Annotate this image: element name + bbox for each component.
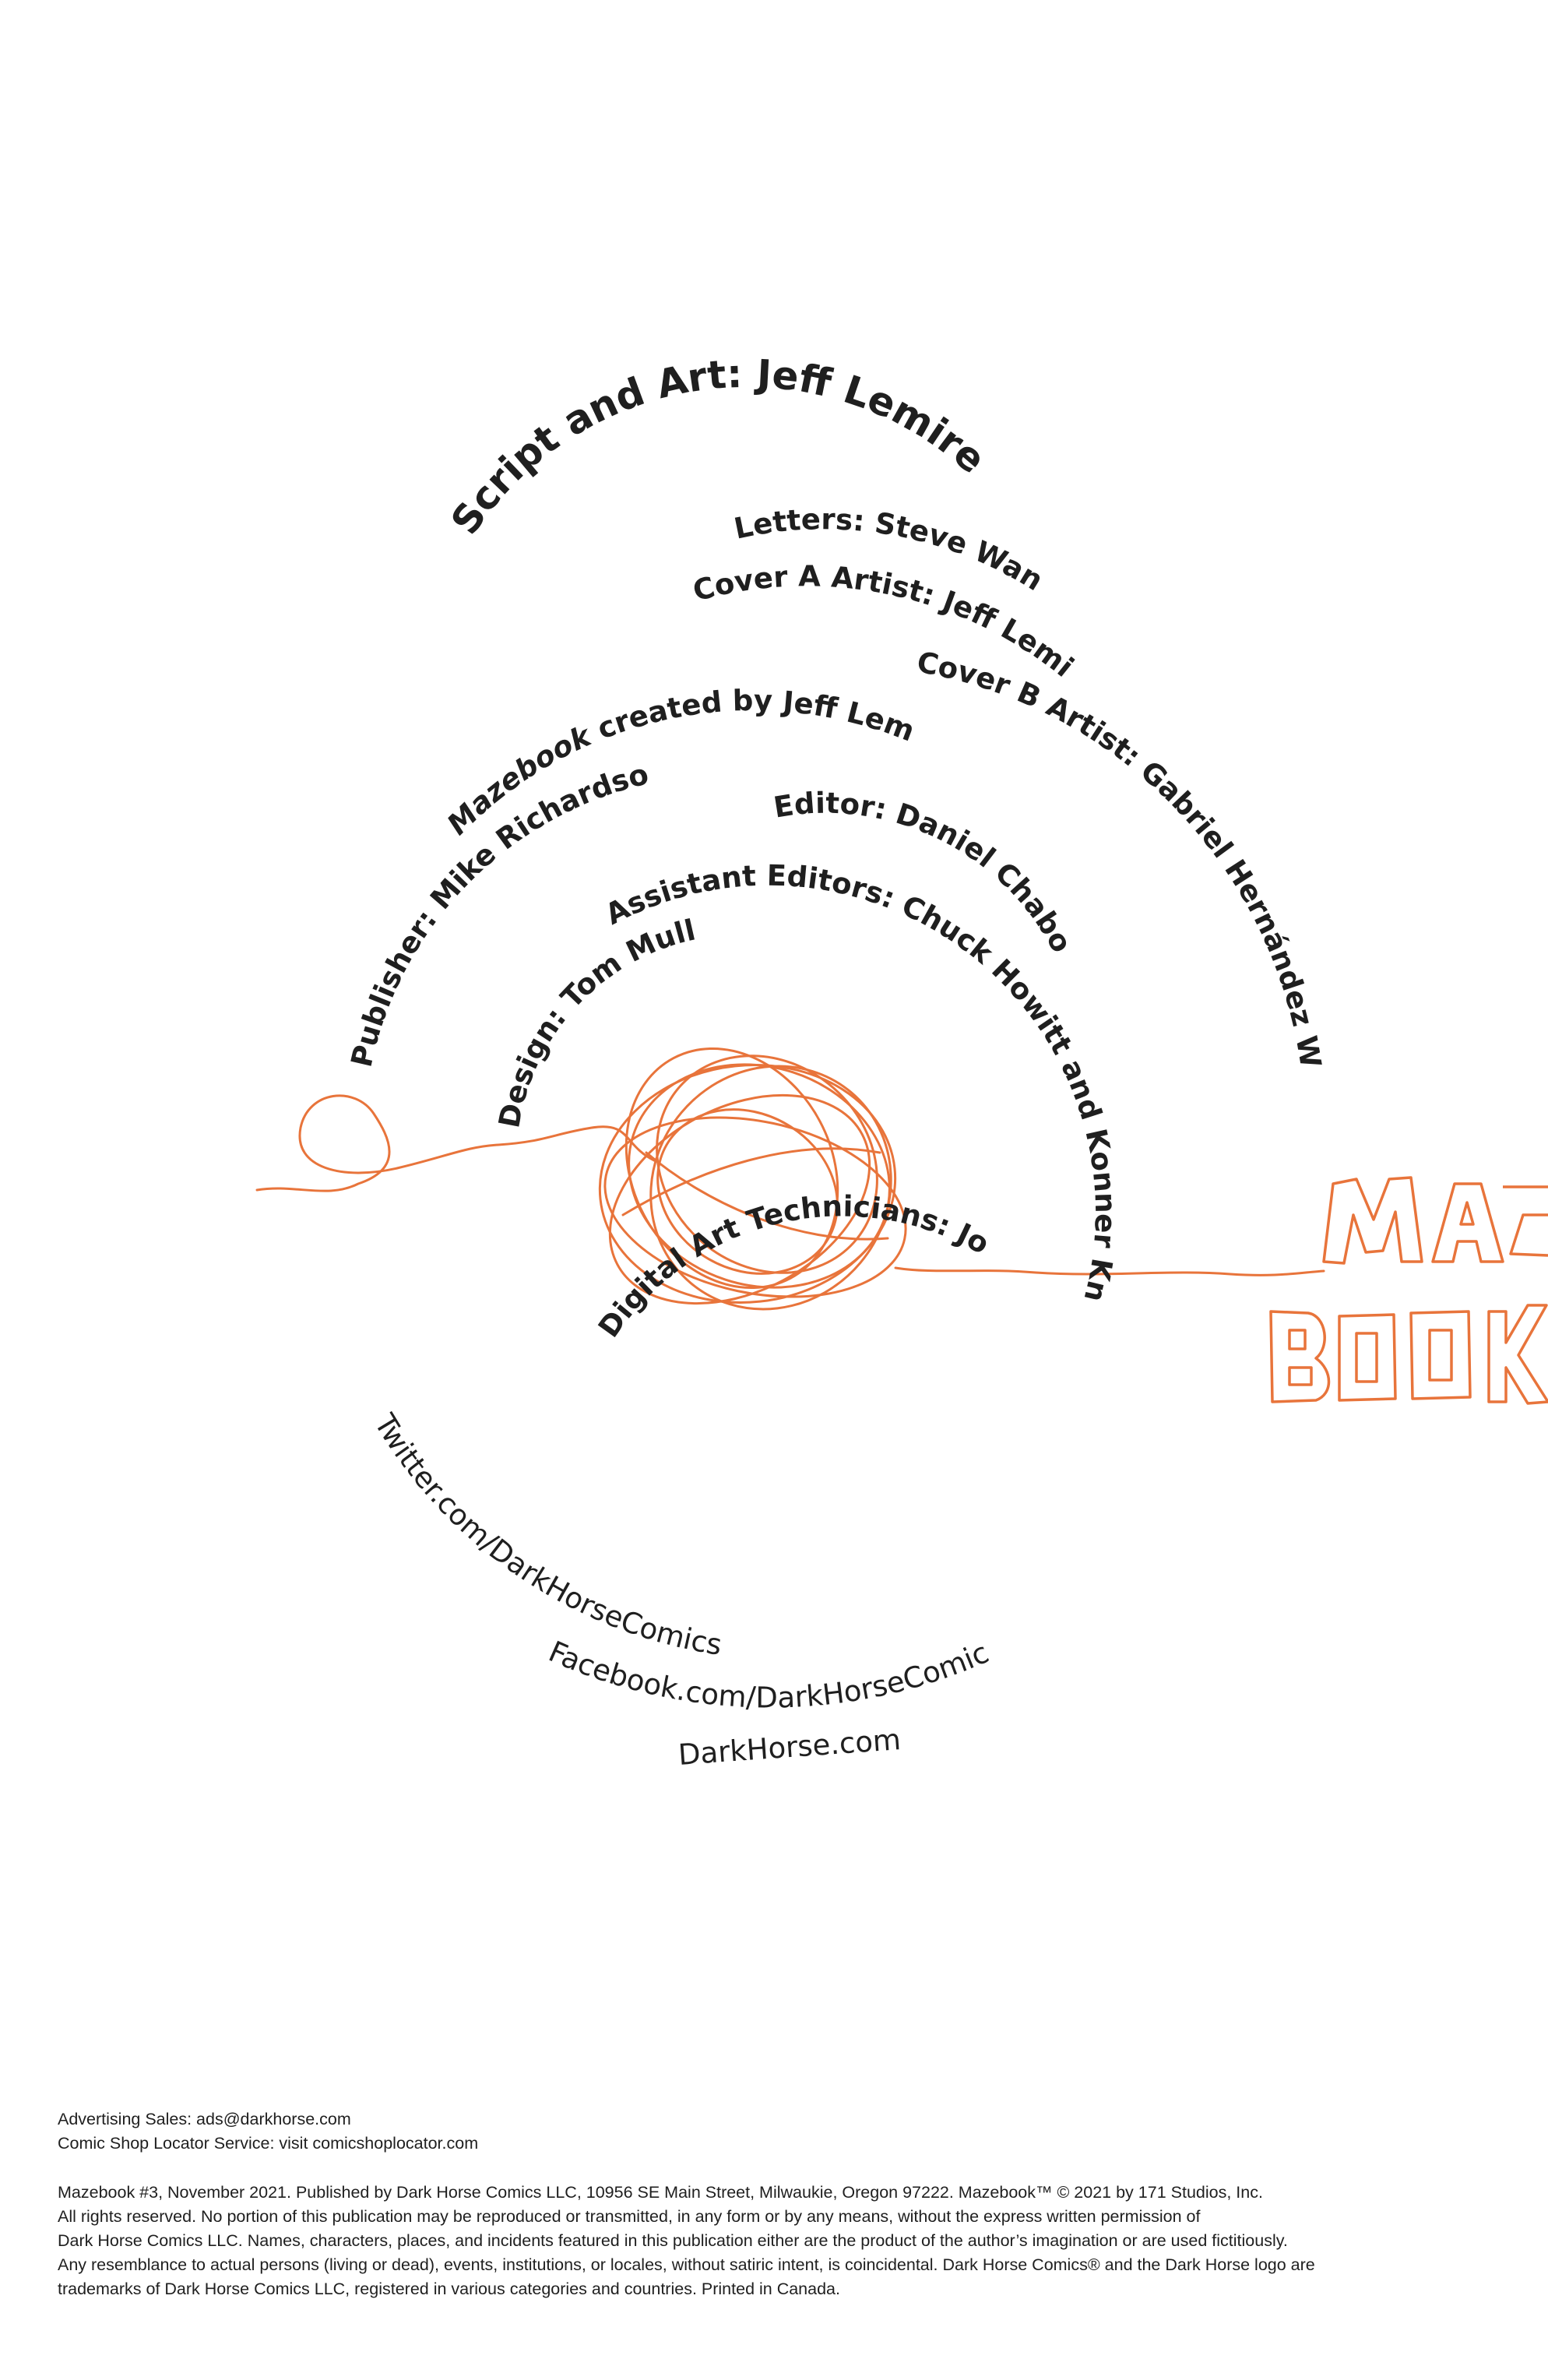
credit-digital-art: Digital Art Technicians: Josie Christens… bbox=[0, 0, 995, 1343]
twitter-link[interactable]: Twitter.com/DarkHorseComics bbox=[368, 1408, 724, 1662]
yarn-doodle-icon bbox=[255, 1047, 1325, 1311]
credit-publisher: Publisher: Mike Richardson bbox=[0, 0, 652, 1070]
footer-info: Advertising Sales: ads@darkhorse.com Com… bbox=[58, 2107, 1506, 2301]
mazebook-logo bbox=[1269, 1176, 1548, 1405]
legal-line: trademarks of Dark Horse Comics LLC, reg… bbox=[58, 2280, 840, 2298]
credit-design: Design: Tom Muller bbox=[0, 0, 698, 1131]
legal-line: Mazebook #3, November 2021. Published by… bbox=[58, 2183, 1263, 2202]
advertising-sales: Advertising Sales: ads@darkhorse.com bbox=[58, 2110, 351, 2128]
legal-line: Any resemblance to actual persons (livin… bbox=[58, 2255, 1315, 2274]
legal-line: Dark Horse Comics LLC. Names, characters… bbox=[58, 2231, 1288, 2250]
darkhorse-site-link[interactable]: DarkHorse.com bbox=[677, 1723, 902, 1772]
credit-created-by: Mazebook created by Jeff Lemire bbox=[0, 0, 919, 841]
credit-cover-a: Cover A Artist: Jeff Lemire bbox=[0, 0, 1080, 684]
legal-notice: Mazebook #3, November 2021. Published by… bbox=[58, 2181, 1506, 2301]
legal-line: All rights reserved. No portion of this … bbox=[58, 2207, 1201, 2226]
credit-letters: Letters: Steve Wands bbox=[0, 0, 1049, 597]
comic-shop-locator: Comic Shop Locator Service: visit comics… bbox=[58, 2134, 479, 2153]
